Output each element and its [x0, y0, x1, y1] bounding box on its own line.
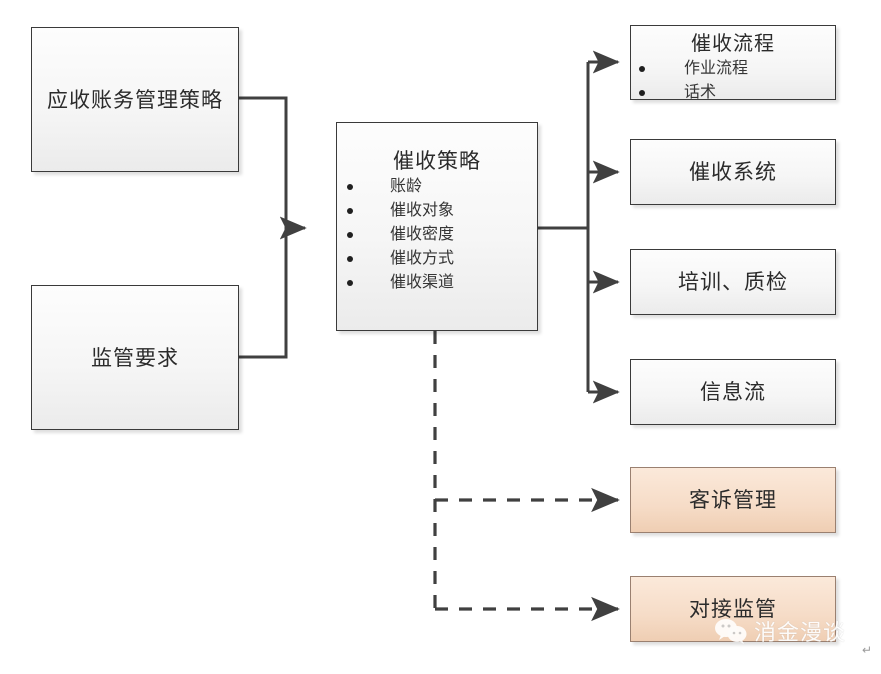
list-item: 催收密度	[337, 223, 537, 247]
bullet-dot-icon	[639, 66, 645, 72]
list-item: 催收渠道	[337, 271, 537, 295]
node-regulator-interface-title: 对接监管	[689, 597, 777, 621]
list-item: 催收方式	[337, 247, 537, 271]
node-ar-policy[interactable]: 应收账务管理策略	[31, 27, 239, 172]
node-collection-strategy[interactable]: 催收策略 账龄 催收对象 催收密度 催收方式 催收渠道	[336, 122, 538, 331]
node-complaint-management-title: 客诉管理	[689, 488, 777, 512]
paragraph-mark: ↵	[862, 643, 873, 657]
bullet-label: 账龄	[390, 178, 423, 195]
bullet-dot-icon	[347, 232, 353, 238]
node-collection-process[interactable]: 催收流程 作业流程 话术	[630, 25, 836, 101]
bullet-dot-icon	[347, 256, 353, 262]
node-collection-system-title: 催收系统	[689, 160, 777, 184]
node-regulatory[interactable]: 监管要求	[31, 285, 239, 430]
bullet-label: 催收渠道	[390, 274, 455, 291]
bullet-label: 作业流程	[684, 60, 749, 77]
bullet-label: 催收密度	[390, 226, 455, 243]
node-collection-system[interactable]: 催收系统	[630, 139, 836, 205]
watermark-text: 消金漫谈	[754, 620, 847, 645]
bullet-dot-icon	[347, 208, 353, 214]
list-item: 账龄	[337, 175, 537, 199]
node-information-flow[interactable]: 信息流	[630, 359, 836, 425]
output-branch-wires	[538, 50, 620, 404]
bullet-label: 催收方式	[390, 250, 455, 267]
wechat-icon	[715, 619, 747, 644]
bullet-dot-icon	[347, 184, 353, 190]
list-item: 催收对象	[337, 199, 537, 223]
list-item: 作业流程	[631, 57, 835, 81]
node-collection-process-title: 催收流程	[691, 33, 775, 55]
collection-process-bullet-list: 作业流程 话术	[631, 57, 835, 105]
node-information-flow-title: 信息流	[700, 380, 766, 404]
node-ar-policy-title: 应收账务管理策略	[47, 87, 223, 112]
bullet-dot-icon	[639, 90, 645, 96]
node-complaint-management[interactable]: 客诉管理	[630, 467, 836, 533]
dashed-arrowheads	[591, 487, 620, 622]
collection-strategy-bullet-list: 账龄 催收对象 催收密度 催收方式 催收渠道	[337, 175, 537, 295]
node-training-qc[interactable]: 培训、质检	[630, 249, 836, 315]
node-training-qc-title: 培训、质检	[678, 270, 788, 294]
node-regulatory-title: 监管要求	[91, 345, 179, 370]
watermark: 消金漫谈	[714, 615, 846, 647]
bullet-dot-icon	[347, 280, 353, 286]
input-merge-wires	[239, 96, 307, 359]
list-item: 话术	[631, 81, 835, 105]
dashed-branch-wires	[433, 331, 612, 611]
node-collection-strategy-title: 催收策略	[393, 149, 481, 173]
bullet-label: 话术	[684, 84, 717, 101]
bullet-label: 催收对象	[390, 202, 455, 219]
